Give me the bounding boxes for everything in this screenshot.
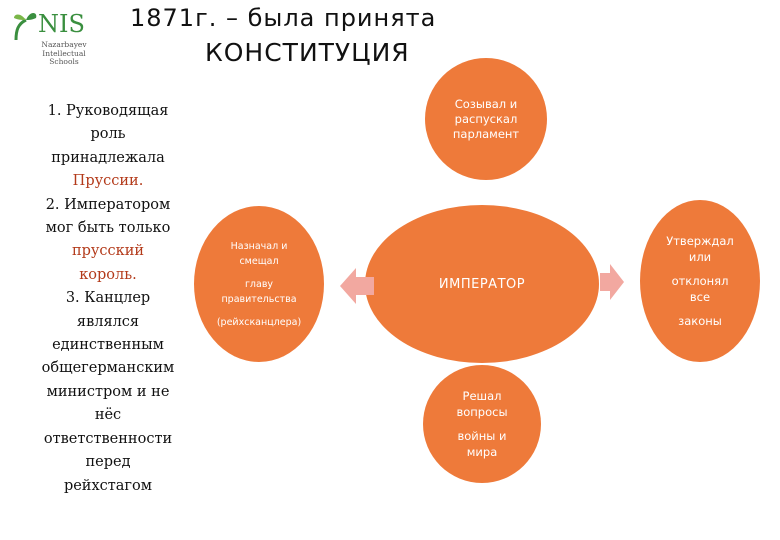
list-line-highlight: Пруссии. <box>72 173 144 190</box>
list-line: принадлежала <box>51 149 165 166</box>
list-line: роль <box>90 126 126 143</box>
power-convene-parliament-circle: Созывал и распускал парламент <box>425 58 547 180</box>
list-line: 3. Канцлер <box>65 290 151 307</box>
list-line: общегерманским <box>41 360 175 377</box>
logo-text: NIS <box>38 10 85 38</box>
arrow-left-icon <box>340 268 374 304</box>
page-title-line2: КОНСТИТУЦИЯ <box>205 38 410 67</box>
list-line: 1. Руководящая <box>47 103 169 119</box>
list-line: единственным <box>52 337 164 354</box>
list-line: министром и не <box>46 383 170 400</box>
list-line: перед <box>85 454 131 471</box>
power-approve-laws-circle: Утверждал или отклонял все законы <box>640 200 760 362</box>
list-line: ответственности <box>43 430 173 447</box>
logo-sprout-icon <box>14 13 37 41</box>
emperor-circle: ИМПЕРАТОР <box>365 205 599 363</box>
list-line-highlight: прусский <box>71 243 145 260</box>
page-title-line1: 1871г. – была принята <box>130 4 437 32</box>
constitution-points-list: 1. Руководящая роль принадлежала Пруссии… <box>18 100 198 498</box>
list-line: являлся <box>76 313 140 330</box>
list-line: мог быть только <box>45 220 171 237</box>
list-line: нёс <box>94 407 122 424</box>
list-line: 2. Императором <box>45 196 171 213</box>
arrow-right-icon <box>600 264 624 300</box>
power-war-peace-circle: Решал вопросы войны и мира <box>423 365 541 483</box>
emperor-label: ИМПЕРАТОР <box>438 276 526 292</box>
logo-subtitle: Nazarbayev Intellectual Schools <box>41 40 87 66</box>
list-line-highlight: король. <box>79 266 137 283</box>
list-line: рейхстагом <box>63 477 153 494</box>
nis-logo: NIS Nazarbayev Intellectual Schools <box>10 8 87 78</box>
power-appoint-chancellor-circle: Назначал и смещал главу правительства (р… <box>194 206 324 362</box>
